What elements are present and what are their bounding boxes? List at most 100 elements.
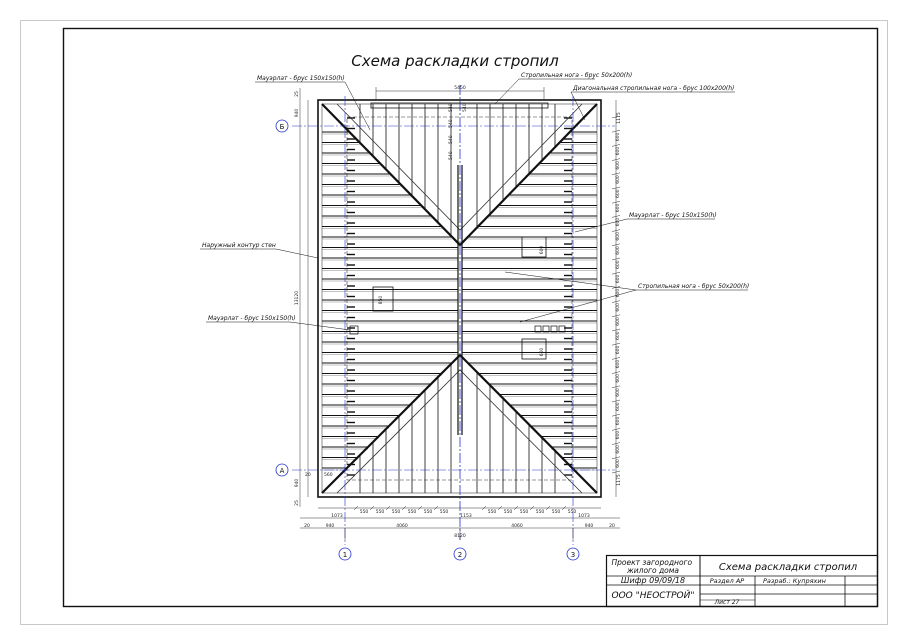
- rafter-line: [611, 144, 621, 147]
- rafter-line: [611, 129, 621, 133]
- dim-left-total: 13120: [294, 291, 300, 305]
- rafter-line: [611, 470, 621, 474]
- opening-left: [372, 286, 394, 312]
- rafter-line: [611, 357, 621, 360]
- roof-inner-outline: [321, 103, 598, 494]
- right-step-label: 600: [615, 416, 621, 425]
- right-step-label: 600: [615, 203, 621, 212]
- right-step-label: 600: [615, 445, 621, 454]
- dim-opening-left: 850: [378, 296, 384, 305]
- right-step-label: 600: [615, 274, 621, 283]
- bottom-step-label: 550: [488, 509, 497, 515]
- rafter-line: [611, 371, 621, 374]
- rafter-line: [611, 243, 621, 247]
- dim-left-bottom-small: 25: [294, 500, 300, 506]
- tb-company: ООО "НЕОСТРОЙ": [612, 589, 695, 601]
- dim-bottom-total: 8120: [454, 533, 466, 539]
- right-dimension-ticks: 6006006006006006006006006006006006006006…: [611, 115, 621, 474]
- svg-text:540: 540: [462, 103, 468, 112]
- paper-border: [20, 20, 888, 625]
- bottom-step-label: 550: [424, 509, 433, 515]
- label-mauerlat-right: Мауэрлат - брус 150х150(h): [629, 212, 717, 219]
- ridge-marks: 540 540 540 540 540: [448, 103, 468, 160]
- tb-sheet-title: Схема раскладки стропил: [719, 562, 858, 573]
- dim-right-half: 4060: [511, 523, 523, 529]
- bottom-step-label: 550: [376, 509, 385, 515]
- tb-sheet-number: Лист 27: [714, 599, 740, 606]
- rafter-line: [611, 428, 621, 431]
- axis-number-3: 3: [571, 551, 575, 559]
- dim-a-small: 20: [305, 472, 311, 478]
- rafter-line: [611, 300, 621, 303]
- hip-top: [321, 103, 598, 247]
- rafter-line: [433, 505, 439, 511]
- dim-left-half: 4060: [396, 523, 408, 529]
- rafter-line: [529, 505, 535, 511]
- dim-edge-small-right: 20: [609, 523, 615, 529]
- right-step-label: 600: [615, 402, 621, 411]
- roof-outline: [317, 99, 602, 498]
- bottom-step-label: 550: [504, 509, 513, 515]
- label-rafter-top: Стропильная нога - брус 50х200(h): [521, 72, 632, 79]
- rafter-line: [611, 271, 621, 275]
- rafter-line: [611, 186, 621, 190]
- bottom-step-label: 550: [568, 509, 577, 515]
- rafter-line: [611, 158, 621, 161]
- dim-center-mark: 1153: [460, 513, 472, 519]
- right-step-label: 600: [615, 317, 621, 326]
- dimensions: [299, 87, 620, 540]
- tb-developer: Разраб.: Купряхин: [763, 577, 826, 585]
- label-mauerlat-left: Мауэрлат - брус 150х150(h): [208, 315, 296, 322]
- rafter-line: [611, 215, 621, 218]
- rafter-line: [497, 505, 503, 511]
- dim-outer-left: 1073: [331, 513, 343, 519]
- bottom-step-label: 550: [552, 509, 561, 515]
- rafter-line: [611, 456, 621, 460]
- bottom-step-label: 550: [360, 509, 369, 515]
- rafter-line: [385, 505, 391, 511]
- right-step-label: 600: [615, 303, 621, 312]
- rafter-line: [513, 505, 519, 511]
- rafter-line: [401, 505, 407, 511]
- right-step-label: 600: [615, 289, 621, 298]
- bottom-step-label: 550: [392, 509, 401, 515]
- right-step-label: 600: [615, 232, 621, 241]
- rafter-line: [611, 257, 621, 261]
- right-step-label: 600: [615, 161, 621, 170]
- dim-a-offset: 560: [324, 472, 333, 478]
- dim-left-top-small: 25: [294, 91, 300, 97]
- label-rafter-right: Стропильная нога - брус 50х200(h): [638, 283, 749, 290]
- dim-edge-right: 940: [585, 523, 594, 529]
- tb-section: Раздел АР: [710, 577, 745, 585]
- dim-opening-right-bottom: 600: [539, 348, 545, 357]
- axis-letter-a: А: [280, 467, 285, 475]
- dim-edge-left: 940: [326, 523, 335, 529]
- opening-right-top: [521, 236, 547, 258]
- rafter-line: [417, 505, 423, 511]
- rafter-line: [611, 200, 621, 204]
- title-block: [605, 554, 879, 608]
- bottom-step-label: 550: [536, 509, 545, 515]
- right-step-label: 600: [615, 331, 621, 340]
- rafter-line: [545, 505, 551, 511]
- label-diagonal-rafter: Диагональная стропильная нога - брус 100…: [572, 85, 734, 92]
- dim-hip-top: 1175: [616, 112, 622, 124]
- right-step-label: 600: [615, 175, 621, 184]
- bottom-step-label: 550: [520, 509, 529, 515]
- roof-plan: 540 540 540 540 540: [292, 85, 615, 545]
- rafter-line: [611, 399, 621, 403]
- bottom-step-label: 550: [408, 509, 417, 515]
- hip-top-inner: [336, 103, 583, 231]
- rafter-line: [611, 328, 621, 332]
- hip-bottom: [321, 353, 598, 494]
- hip-bottom-inner: [336, 369, 583, 494]
- svg-text:540: 540: [448, 151, 454, 160]
- drawing-frame: [62, 27, 879, 608]
- dim-edge-small-left: 20: [304, 523, 310, 529]
- rafter-line: [353, 505, 359, 511]
- callouts: [200, 78, 748, 331]
- right-step-label: 600: [615, 218, 621, 227]
- svg-text:540: 540: [448, 103, 454, 112]
